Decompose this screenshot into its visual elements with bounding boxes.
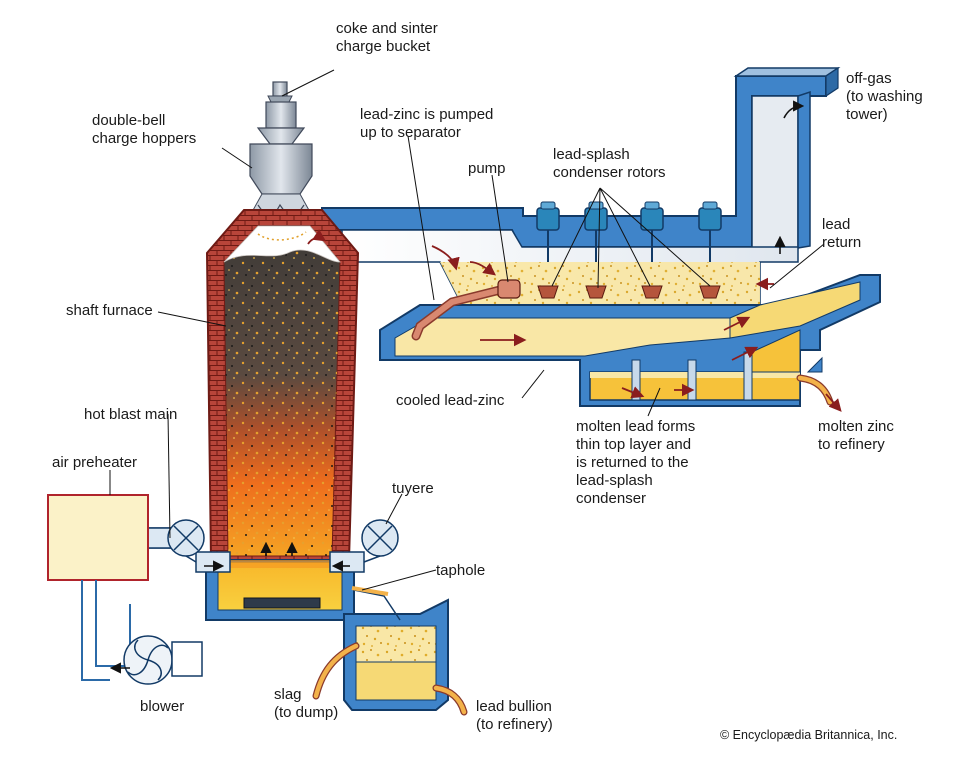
label-lead-return: lead return bbox=[822, 216, 862, 251]
slag-runner bbox=[312, 642, 360, 700]
label-taphole: taphole bbox=[436, 562, 486, 579]
tuyere-left bbox=[167, 519, 205, 563]
zinc-outlet bbox=[796, 374, 834, 406]
label-off-gas: off-gas (to washing tower) bbox=[846, 70, 923, 123]
label-slag: slag (to dump) bbox=[274, 686, 339, 721]
label-air-preheater: air preheater bbox=[52, 454, 138, 471]
label-charge-hoppers: double-bell charge hoppers bbox=[92, 112, 197, 147]
blower bbox=[123, 635, 203, 685]
bullion-runner bbox=[432, 684, 468, 716]
credit-line: © Encyclopædia Britannica, Inc. bbox=[720, 728, 898, 742]
double-bell-hoppers bbox=[249, 127, 313, 224]
hearth bbox=[205, 559, 355, 621]
label-shaft-furnace: shaft furnace bbox=[66, 302, 153, 319]
label-molten-zinc: molten zinc to refinery bbox=[818, 418, 894, 453]
slag-bath bbox=[343, 586, 449, 711]
label-molten-lead: molten lead forms thin top layer and is … bbox=[576, 418, 696, 507]
label-tuyere: tuyere bbox=[392, 480, 434, 497]
label-charge-bucket: coke and sinter charge bucket bbox=[336, 20, 438, 55]
tuyere-right bbox=[361, 519, 399, 563]
label-blower: blower bbox=[140, 698, 185, 715]
gas-arrows bbox=[109, 100, 805, 674]
flow-arrows bbox=[307, 229, 842, 412]
pump bbox=[411, 279, 521, 341]
shaft-furnace bbox=[205, 209, 360, 561]
rotor-cups bbox=[537, 285, 721, 299]
splash-zone bbox=[440, 262, 760, 305]
leader-lines bbox=[109, 69, 825, 591]
charge-bucket bbox=[265, 81, 297, 129]
stack-top bbox=[825, 66, 839, 98]
label-pumped-to-separator: lead-zinc is pumped up to separator bbox=[360, 106, 494, 141]
label-condenser-rotors: lead-splash condenser rotors bbox=[553, 146, 666, 181]
label-lead-bullion: lead bullion (to refinery) bbox=[476, 698, 553, 733]
label-pump: pump bbox=[468, 160, 506, 177]
label-cooled-lead-zinc: cooled lead-zinc bbox=[396, 392, 505, 409]
label-hot-blast-main: hot blast main bbox=[84, 406, 178, 423]
air-preheater bbox=[47, 494, 149, 581]
